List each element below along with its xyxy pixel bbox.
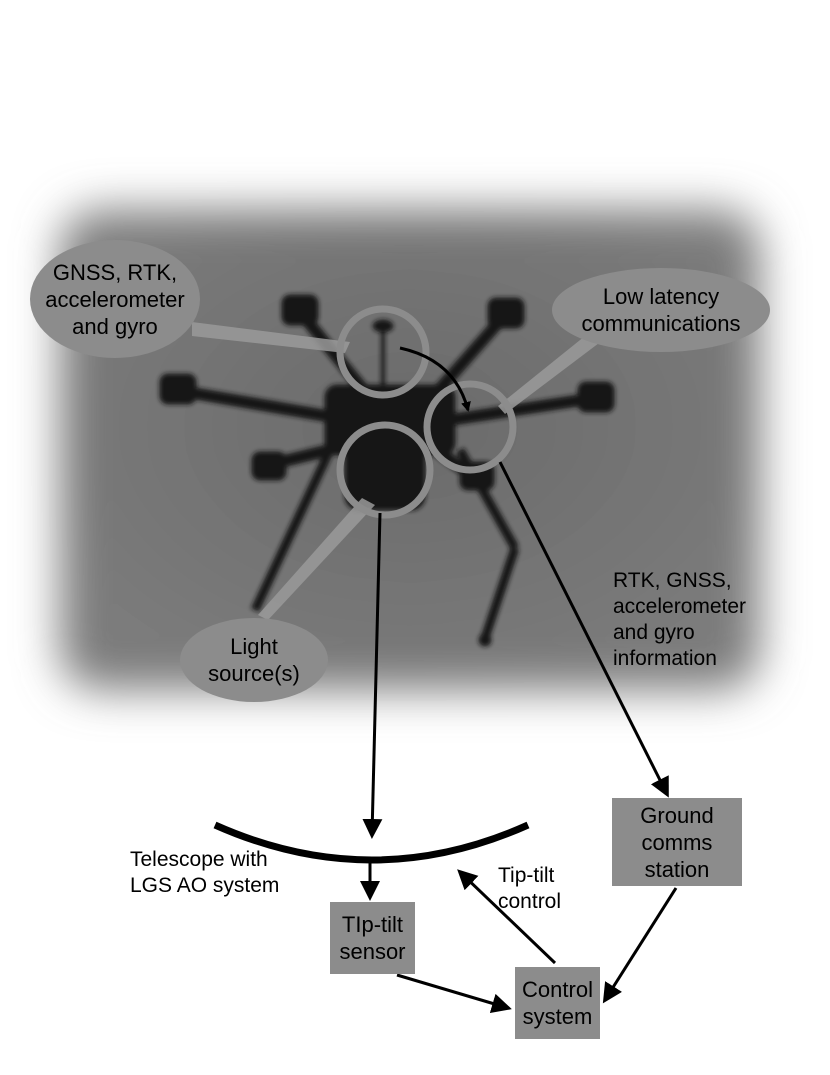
arrows [360,346,678,1014]
light-source-bubble: Light source(s) [180,618,328,702]
tip-tilt-control-label: Tip-tilt control [498,864,562,913]
rtk-info-label: RTK, GNSS, accelerometer and gyro inform… [613,569,747,670]
control-system-box: Control system [515,967,600,1039]
telescope-label: Telescope with LGS AO system [130,848,280,897]
ground-comms-station-box: Ground comms station [612,798,742,886]
comms-bubble: Low latency communications [552,268,770,352]
hexacopter-drone [159,294,615,647]
highlight-rings [336,305,517,519]
telescope-mirror [213,821,530,864]
callout-wedges [192,322,603,620]
tip-tilt-sensor-box: TIp-tilt sensor [330,902,415,974]
sensors-bubble: GNSS, RTK, accelerometer and gyro [30,240,200,358]
